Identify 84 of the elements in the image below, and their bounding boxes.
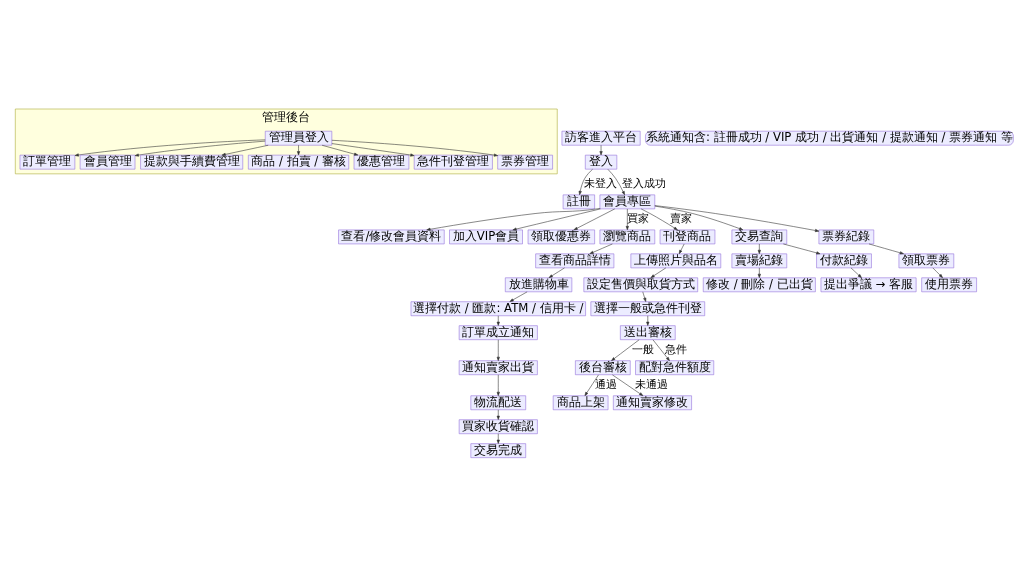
- arrow: [573, 208, 616, 230]
- edge-label: 登入成功: [621, 176, 666, 189]
- arrow: [607, 168, 625, 195]
- arrow: [678, 243, 685, 254]
- arrow: [612, 374, 644, 396]
- node-box: 修改 / 刪除 / 已出貨: [702, 277, 816, 292]
- node-box: 領取票券: [898, 253, 955, 268]
- edge-label: 一般: [631, 342, 654, 355]
- node-box: 票券紀錄: [818, 229, 875, 244]
- node-box: 會員專區: [599, 194, 656, 209]
- node-box: 訂單管理: [19, 154, 76, 169]
- node-box: 買家收貨確認: [458, 418, 538, 434]
- node-box: 領取優惠券: [527, 229, 595, 244]
- node-box: 訂單成立通知: [458, 324, 538, 340]
- arrow: [297, 144, 301, 155]
- node-box: 訪客進入平台: [561, 130, 641, 145]
- node-box: 通知賣家修改: [613, 394, 692, 410]
- arrow: [134, 140, 266, 157]
- arrow: [783, 243, 821, 254]
- node-box: 賣場紀錄: [731, 253, 788, 268]
- arrow: [646, 315, 650, 326]
- arrow: [652, 339, 670, 361]
- node-box: 交易查詢: [731, 229, 788, 244]
- node-box: 通知賣家出貨: [458, 359, 538, 375]
- arrow: [331, 139, 498, 157]
- node-box: 選擇一般或急件刊登: [590, 300, 705, 316]
- arrow: [331, 142, 415, 157]
- arrow: [496, 409, 500, 420]
- arrow: [599, 144, 603, 155]
- node-box: 付款紀錄: [816, 253, 872, 268]
- node-box: 登入: [585, 154, 618, 169]
- arrow: [654, 204, 820, 232]
- arrow: [509, 291, 528, 302]
- arrow: [642, 291, 647, 302]
- edge-label: 急件: [665, 342, 688, 355]
- arrow: [611, 339, 640, 361]
- node-box: 商品 / 拍賣 / 審核: [248, 154, 350, 169]
- node-box: 放進購物車: [505, 277, 573, 292]
- node-box: 系統通知含: 註冊成功 / VIP 成功 / 出貨通知 / 提款通知 / 票券通知 等: [645, 130, 1014, 145]
- node-box: 商品上架: [552, 394, 609, 410]
- arrow: [548, 267, 565, 278]
- node-box: 票券管理: [497, 154, 553, 169]
- node-box: 瀏覽商品: [599, 229, 656, 244]
- node-box: 上傳照片與品名: [630, 253, 722, 268]
- arrow: [868, 243, 904, 254]
- node-box: 急件刊登管理: [413, 154, 493, 169]
- arrow: [850, 267, 862, 278]
- arrow: [221, 144, 269, 156]
- arrow: [496, 315, 500, 326]
- edge-label: 買家: [627, 211, 650, 224]
- edge-label: 未登入: [584, 176, 618, 189]
- node-box: 配對急件額度: [635, 359, 715, 375]
- arrow: [640, 208, 678, 230]
- arrow: [757, 243, 761, 254]
- arrow: [426, 207, 601, 231]
- node-box: 送出審核: [620, 324, 676, 340]
- arrow: [625, 208, 629, 230]
- arrow: [584, 374, 599, 396]
- node-box: 刊登商品: [659, 229, 716, 244]
- arrow: [589, 243, 613, 254]
- node-box: 提出爭議 → 客服: [820, 277, 917, 292]
- node-box: 交易完成: [470, 442, 526, 458]
- node-box: 設定售價與取貨方式: [583, 277, 698, 292]
- arrow: [496, 432, 500, 444]
- node-box: 後台審核: [575, 359, 631, 375]
- node-box: 使用票券: [921, 277, 977, 292]
- arrow: [757, 267, 761, 278]
- arrow: [650, 267, 667, 278]
- arrow: [512, 208, 601, 231]
- edge-label: 賣家: [669, 211, 692, 224]
- arrow: [74, 139, 266, 156]
- arrow: [932, 267, 943, 278]
- arrow: [321, 144, 359, 156]
- edge-label: 未通過: [635, 377, 669, 390]
- arrow: [654, 205, 744, 230]
- arrow: [578, 168, 593, 195]
- edge-label: 通過: [595, 377, 618, 390]
- arrow: [496, 374, 500, 396]
- node-box: 查看商品詳情: [535, 253, 615, 268]
- node-box: 物流配送: [470, 394, 526, 410]
- node-box: 管理員登入: [264, 130, 333, 145]
- node-box: 會員管理: [79, 154, 136, 169]
- arrow: [496, 339, 500, 361]
- node-box: 註冊: [562, 194, 595, 209]
